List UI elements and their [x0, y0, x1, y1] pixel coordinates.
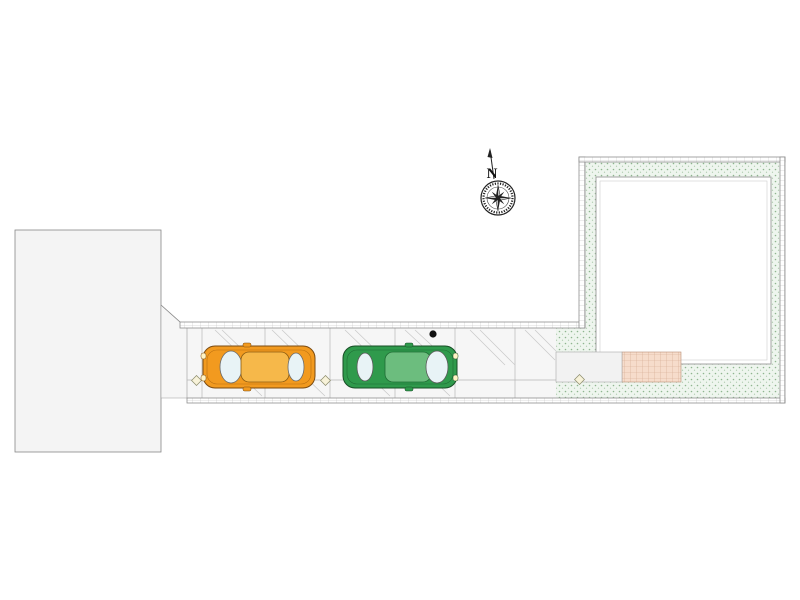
boundary-walls — [160, 156, 786, 404]
ground-lights — [191, 374, 585, 386]
driveway-taper — [160, 304, 188, 399]
car-green — [342, 342, 459, 392]
entry-step — [555, 351, 623, 383]
compass-rose-icon: N — [480, 148, 516, 216]
ground-light-3 — [574, 374, 585, 385]
north-label: N — [487, 166, 498, 182]
ground-light-2 — [320, 375, 331, 386]
neighbor-building — [14, 229, 162, 453]
entry-porch — [621, 351, 682, 383]
utility-marker — [429, 330, 437, 338]
ground-light-1 — [191, 375, 202, 386]
house — [595, 176, 772, 365]
car-orange — [200, 342, 316, 392]
